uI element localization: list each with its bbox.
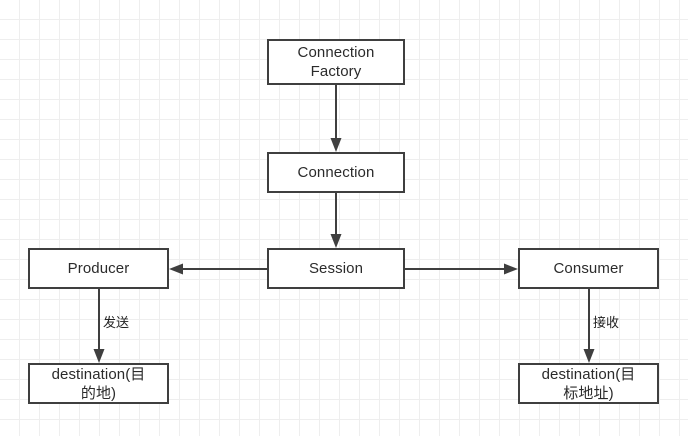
edge-connection-factory-to-connection bbox=[328, 85, 344, 153]
node-connection[interactable]: Connection bbox=[267, 152, 405, 193]
node-consumer[interactable]: Consumer bbox=[518, 248, 659, 289]
node-session[interactable]: Session bbox=[267, 248, 405, 289]
node-destination-right-label: destination(目 标地址) bbox=[541, 365, 636, 402]
edge-connection-to-session bbox=[328, 193, 344, 249]
edge-consumer-to-destination-right bbox=[581, 289, 597, 364]
node-producer[interactable]: Producer bbox=[28, 248, 169, 289]
node-session-label: Session bbox=[308, 260, 364, 277]
edge-session-to-producer bbox=[168, 261, 268, 277]
node-destination-right[interactable]: destination(目 标地址) bbox=[518, 363, 659, 404]
node-connection-factory-label: Connection Factory bbox=[297, 44, 375, 80]
edge-label-receive: 接收 bbox=[593, 315, 620, 330]
edge-producer-to-destination-left bbox=[91, 289, 107, 364]
node-producer-label: Producer bbox=[67, 260, 130, 277]
node-connection-factory[interactable]: Connection Factory bbox=[267, 39, 405, 85]
node-connection-label: Connection bbox=[297, 164, 375, 181]
edge-label-send: 发送 bbox=[103, 315, 130, 330]
edge-session-to-consumer bbox=[405, 261, 519, 277]
node-destination-left-label: destination(目 的地) bbox=[51, 365, 146, 402]
node-consumer-label: Consumer bbox=[553, 260, 624, 277]
node-destination-left[interactable]: destination(目 的地) bbox=[28, 363, 169, 404]
